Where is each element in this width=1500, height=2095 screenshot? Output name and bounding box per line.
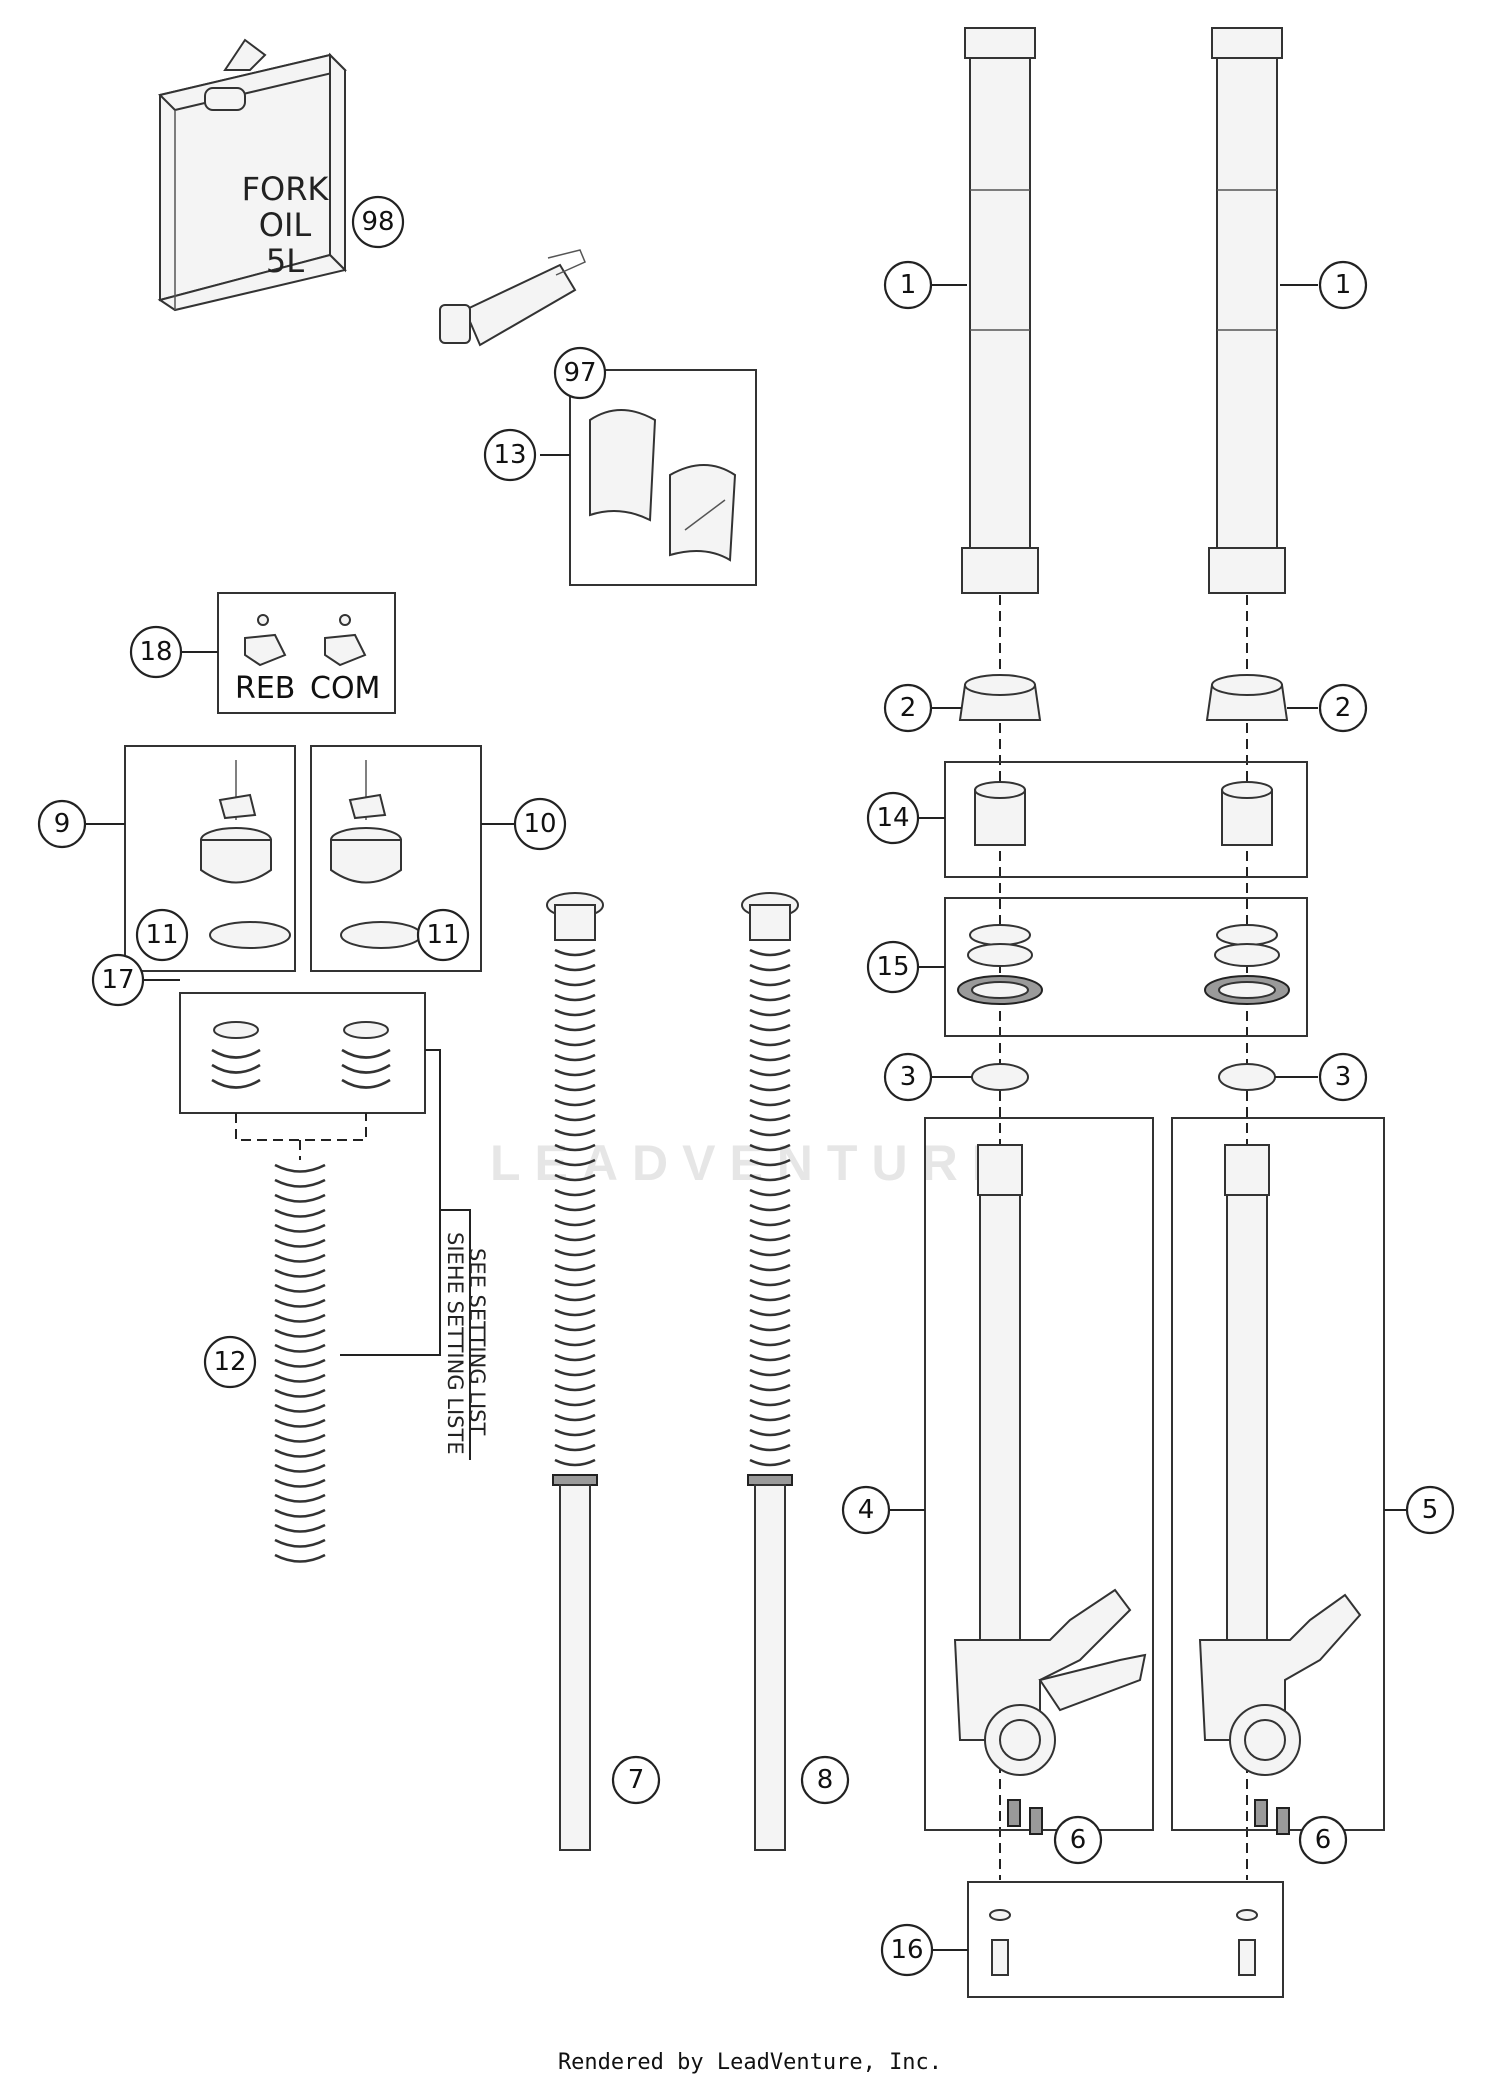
bleeder-screw-left bbox=[989, 1909, 1011, 1976]
fork-sticker bbox=[589, 409, 737, 562]
box-16 bbox=[967, 1881, 1284, 1998]
fork-cap-rebound bbox=[200, 760, 291, 949]
outer-fork-tube-left bbox=[961, 27, 1039, 594]
guide-bushing-right bbox=[1205, 674, 1289, 721]
svg-text:3: 3 bbox=[900, 1062, 917, 1092]
callout-9: 9 bbox=[37, 799, 87, 849]
svg-text:2: 2 bbox=[1335, 693, 1352, 723]
callout-1-right: 1 bbox=[1318, 260, 1368, 310]
callout-11-left: 11 bbox=[135, 908, 189, 962]
adjuster-label-com: COM bbox=[310, 671, 380, 706]
callout-5: 5 bbox=[1405, 1485, 1455, 1535]
svg-text:9: 9 bbox=[54, 809, 71, 839]
callout-97: 97 bbox=[553, 346, 607, 400]
adjuster-com-icon bbox=[324, 614, 367, 667]
svg-text:11: 11 bbox=[145, 920, 178, 950]
callout-1-left: 1 bbox=[883, 260, 933, 310]
svg-text:5: 5 bbox=[1422, 1495, 1439, 1525]
callout-14: 14 bbox=[866, 791, 920, 845]
svg-text:2: 2 bbox=[900, 693, 917, 723]
seal-left bbox=[974, 781, 1026, 846]
setting-note-en: SEE SETTING LIST bbox=[465, 1248, 489, 1436]
clamp-bolts-right bbox=[1254, 1799, 1290, 1835]
fork-cap-compression bbox=[330, 760, 422, 949]
box-13 bbox=[569, 369, 757, 586]
callout-16: 16 bbox=[880, 1923, 934, 1977]
fork-spring bbox=[274, 1163, 326, 1563]
callout-6-right: 6 bbox=[1298, 1815, 1348, 1865]
svg-text:18: 18 bbox=[139, 637, 172, 667]
svg-text:1: 1 bbox=[900, 270, 917, 300]
svg-text:12: 12 bbox=[213, 1347, 246, 1377]
grease-tube bbox=[439, 249, 586, 347]
watermark-text: LEADVENTURE bbox=[490, 1135, 1019, 1191]
svg-text:4: 4 bbox=[858, 1495, 875, 1525]
callout-2-left: 2 bbox=[883, 683, 933, 733]
adjuster-reb-icon bbox=[244, 614, 287, 667]
oil-can-label-line1: FORK bbox=[242, 170, 330, 208]
o-ring-left bbox=[971, 1063, 1029, 1091]
preload-spacer-right bbox=[341, 1021, 391, 1089]
callout-6-left: 6 bbox=[1053, 1815, 1103, 1865]
callout-12: 12 bbox=[203, 1335, 257, 1389]
callout-10: 10 bbox=[513, 797, 567, 851]
box-9 bbox=[124, 745, 296, 972]
svg-text:11: 11 bbox=[426, 920, 459, 950]
svg-text:17: 17 bbox=[101, 965, 134, 995]
svg-text:8: 8 bbox=[817, 1765, 834, 1795]
o-ring-right bbox=[1218, 1063, 1276, 1091]
dust-seal-right bbox=[1204, 924, 1290, 1005]
svg-text:1: 1 bbox=[1335, 270, 1352, 300]
adjuster-label-reb: REB bbox=[235, 671, 295, 706]
preload-spacer-left bbox=[211, 1021, 261, 1089]
box-14 bbox=[944, 761, 1308, 878]
callout-98: 98 bbox=[351, 195, 405, 249]
callout-15: 15 bbox=[866, 940, 920, 994]
callout-3-right: 3 bbox=[1318, 1052, 1368, 1102]
inner-tube-left bbox=[953, 1144, 1147, 1776]
footer-credit: Rendered by LeadVenture, Inc. bbox=[557, 2050, 943, 2075]
oil-can-label-line2: OIL bbox=[259, 206, 312, 244]
svg-text:97: 97 bbox=[563, 358, 596, 388]
callout-8: 8 bbox=[800, 1755, 850, 1805]
fork-oil-can: FORK OIL 5L bbox=[157, 38, 347, 312]
svg-text:3: 3 bbox=[1335, 1062, 1352, 1092]
callout-3-left: 3 bbox=[883, 1052, 933, 1102]
oil-can-label-line3: 5L bbox=[266, 242, 304, 280]
callout-2-right: 2 bbox=[1318, 683, 1368, 733]
setting-note-de: SIEHE SETTING LISTE bbox=[443, 1232, 467, 1455]
svg-text:98: 98 bbox=[361, 207, 394, 237]
svg-text:16: 16 bbox=[890, 1935, 923, 1965]
svg-text:10: 10 bbox=[523, 809, 556, 839]
bleeder-screw-right bbox=[1236, 1909, 1258, 1976]
cartridge-right bbox=[741, 892, 799, 1851]
callout-13: 13 bbox=[483, 428, 537, 482]
guide-bushing-left bbox=[958, 674, 1042, 721]
svg-text:13: 13 bbox=[493, 440, 526, 470]
svg-text:14: 14 bbox=[876, 803, 909, 833]
svg-text:7: 7 bbox=[628, 1765, 645, 1795]
cartridge-left bbox=[546, 892, 604, 1851]
box-17 bbox=[179, 992, 426, 1114]
outer-fork-tube-right bbox=[1208, 27, 1286, 594]
dust-seal-left bbox=[957, 924, 1043, 1005]
svg-text:15: 15 bbox=[876, 952, 909, 982]
callout-4: 4 bbox=[841, 1485, 891, 1535]
box-10 bbox=[310, 745, 482, 972]
seal-right bbox=[1221, 781, 1273, 846]
callout-11-right: 11 bbox=[416, 908, 470, 962]
callout-18: 18 bbox=[129, 625, 183, 679]
svg-text:6: 6 bbox=[1070, 1825, 1087, 1855]
callout-7: 7 bbox=[611, 1755, 661, 1805]
clamp-bolts-left bbox=[1007, 1799, 1043, 1835]
svg-text:6: 6 bbox=[1315, 1825, 1332, 1855]
callout-17: 17 bbox=[91, 953, 145, 1007]
inner-tube-right bbox=[1198, 1144, 1362, 1776]
